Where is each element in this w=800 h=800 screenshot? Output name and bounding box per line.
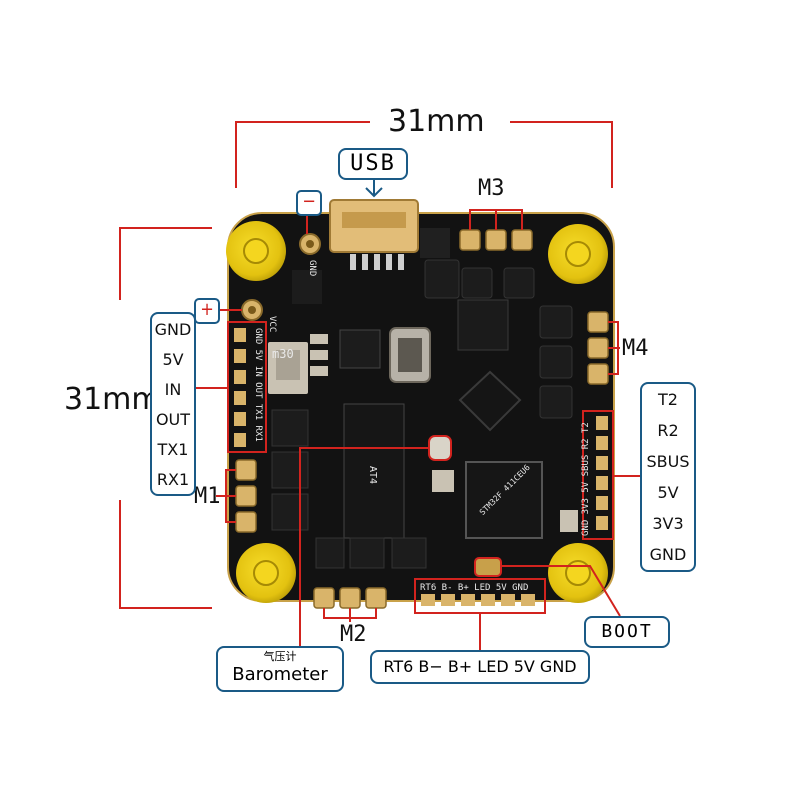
left-pin-tx1: TX1 xyxy=(157,439,189,459)
m2-pads xyxy=(313,587,387,609)
barometer-chip xyxy=(428,435,452,461)
dimension-lines xyxy=(119,121,613,609)
left-pin-rx1: RX1 xyxy=(156,469,190,489)
m4-label: M4 xyxy=(622,336,649,361)
m2-label: M2 xyxy=(340,622,367,647)
left-pin-list: GND 5V IN OUT TX1 RX1 xyxy=(150,312,196,496)
left-header-pads xyxy=(234,328,246,447)
usb-arrow xyxy=(365,178,383,198)
left-pin-in: IN xyxy=(164,379,182,399)
boot-label: BOOT xyxy=(584,616,670,648)
m4-pads xyxy=(587,311,609,385)
board-components xyxy=(268,228,578,577)
inductor-silk: m30 xyxy=(272,347,294,361)
bottom-header-pads xyxy=(421,594,535,606)
bottom-pads-label-text: RT6 B− B+ LED 5V GND xyxy=(383,657,577,676)
baro-chip-silk: AT4 xyxy=(367,466,378,484)
flight-controller-board: VCC GND GND 5V IN OUT TX1 RX1 GND 3V3 5V… xyxy=(226,199,615,614)
vcc-silk: VCC xyxy=(267,316,277,332)
right-header-silk: GND 3V3 5V SBUS R2 T2 xyxy=(581,422,591,536)
right-pin-gnd: GND xyxy=(649,545,687,564)
bottom-pads-label: RT6 B− B+ LED 5V GND xyxy=(370,650,590,684)
usb-label-text: USB xyxy=(350,151,396,176)
right-header-pads xyxy=(596,416,608,530)
minus-label-text: − xyxy=(302,191,316,212)
left-pin-out: OUT xyxy=(155,409,191,429)
right-pin-3v3: 3V3 xyxy=(652,514,684,533)
right-pin-r2: R2 xyxy=(657,421,679,440)
m1-label: M1 xyxy=(194,484,221,509)
right-pin-list: T2 R2 SBUS 5V 3V3 GND xyxy=(640,382,696,572)
right-pin-t2: T2 xyxy=(658,390,678,409)
usb-label: USB xyxy=(338,148,408,180)
m3-pads xyxy=(459,229,533,251)
barometer-label: 气压计 Barometer xyxy=(216,646,344,692)
right-pin-5v: 5V xyxy=(657,483,679,502)
plus-label-text: + xyxy=(200,299,214,320)
leader-lines xyxy=(196,176,640,650)
barometer-label-en: Barometer xyxy=(232,664,328,685)
m1-pads xyxy=(235,459,257,533)
bottom-header-silk: RT6 B- B+ LED 5V GND xyxy=(420,583,528,593)
left-pin-gnd: GND xyxy=(154,319,192,339)
m3-label: M3 xyxy=(478,176,505,201)
left-header-silk: GND 5V IN OUT TX1 RX1 xyxy=(253,328,263,442)
width-dimension-label: 31mm xyxy=(388,104,485,139)
barometer-label-cn: 气压计 xyxy=(263,650,297,663)
plus-label: + xyxy=(194,298,220,324)
boot-button xyxy=(474,557,502,577)
boot-label-text: BOOT xyxy=(601,621,653,642)
left-pin-5v: 5V xyxy=(162,349,184,369)
minus-label: − xyxy=(296,190,322,216)
mcu-chip xyxy=(465,461,543,539)
right-pin-sbus: SBUS xyxy=(646,452,690,471)
height-dimension-label: 31mm xyxy=(64,382,161,417)
gnd-silk: GND xyxy=(307,260,317,276)
